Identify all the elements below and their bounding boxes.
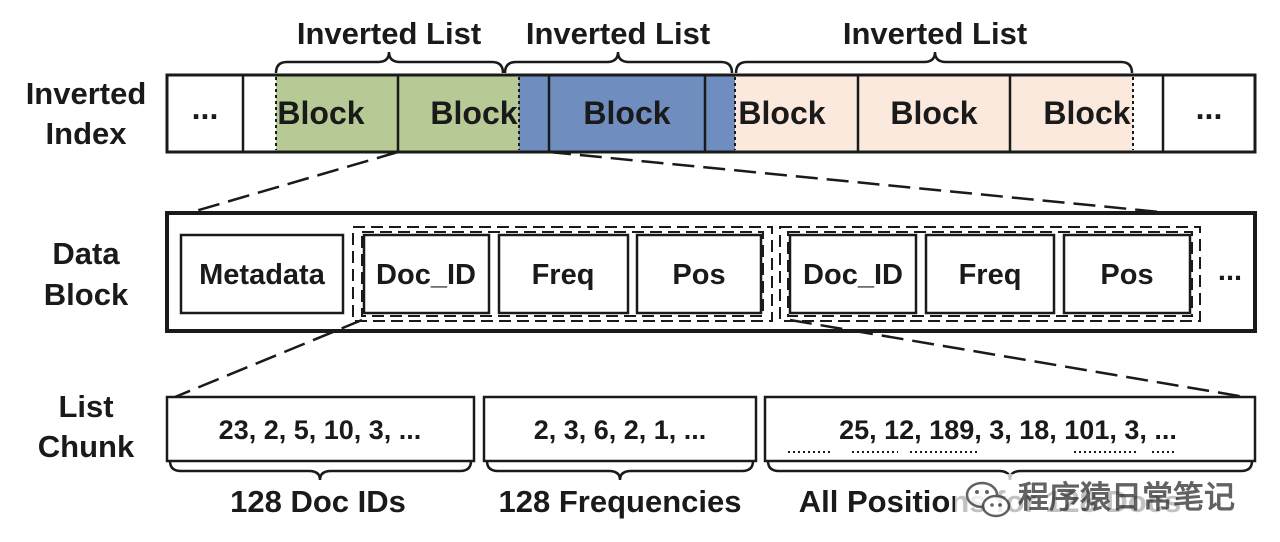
- index-ellipsis-right: ...: [1196, 90, 1223, 126]
- freq-label-2: Freq: [959, 259, 1022, 291]
- row-label-inverted-2: Index: [46, 116, 128, 151]
- list-boundary-dotted: [275, 77, 1134, 150]
- data-block-group-1: [352, 226, 773, 322]
- row-label-data-2: Block: [44, 277, 129, 312]
- wechat-icon: [965, 481, 1011, 518]
- index-outer-box: [165, 73, 1257, 154]
- chunk-box-doc-ids: [165, 395, 476, 463]
- brace-inverted-list-3: [734, 51, 1134, 74]
- inverted-list-label-2: Inverted List: [526, 16, 710, 51]
- data-block-group-2: [779, 226, 1201, 322]
- freq-label-1: Freq: [532, 259, 595, 291]
- brace-inverted-list-2: [503, 51, 734, 74]
- zoom-line-index-right: [548, 150, 1161, 214]
- brace-frequencies: [485, 460, 755, 481]
- index-block-2: Block: [430, 95, 517, 131]
- index-block-5: Block: [890, 95, 977, 131]
- data-block-ellipsis: ...: [1218, 255, 1242, 287]
- metadata-label: Metadata: [199, 259, 326, 291]
- index-block-6: Block: [1043, 95, 1130, 131]
- brace-doc-ids: [168, 460, 473, 481]
- doc-id-label-2: Doc_ID: [803, 259, 903, 291]
- index-block-1: Block: [277, 95, 364, 131]
- chunk-box-frequencies: [482, 395, 758, 463]
- row-label-inverted-1: Inverted: [26, 76, 147, 111]
- row-label-list-1: List: [58, 389, 113, 424]
- pos-box-2: [1062, 233, 1192, 315]
- data-block-group-2-inner: [787, 231, 1193, 317]
- pos-box-1: [635, 233, 763, 315]
- chunk-box-positions: [763, 395, 1257, 463]
- watermark-backdrop: [955, 474, 1247, 526]
- doc-id-box-1: [362, 233, 491, 315]
- data-block-outer-box: [165, 211, 1257, 333]
- doc-id-label-1: Doc_ID: [376, 259, 476, 291]
- pos-label-2: Pos: [1100, 259, 1153, 291]
- chunk-frequencies-values: 2, 3, 6, 2, 1, ...: [534, 415, 707, 445]
- row-label-list-2: Chunk: [38, 429, 135, 464]
- row-label-data-1: Data: [52, 236, 120, 271]
- inverted-index-row: ... Block Block Block Block Block Block …: [165, 73, 1257, 154]
- brace-inverted-list-1: [274, 51, 505, 74]
- watermark-text: 程序猿日常笔记: [1018, 480, 1235, 515]
- inverted-list-label-3: Inverted List: [843, 16, 1027, 51]
- pos-label-1: Pos: [672, 259, 725, 291]
- data-block-row: Metadata Doc_ID Freq Pos Doc_ID Freq Pos…: [165, 211, 1257, 333]
- chunk-positions-values: 25, 12, 189, 3, 18, 101, 3, ...: [839, 415, 1177, 445]
- inverted-list-label-1: Inverted List: [297, 16, 481, 51]
- metadata-box: [179, 233, 345, 315]
- freq-box-2: [924, 233, 1056, 315]
- caption-doc-ids: 128 Doc IDs: [230, 484, 406, 519]
- index-ellipsis-left: ...: [192, 90, 219, 126]
- index-block-3: Block: [583, 95, 670, 131]
- caption-frequencies: 128 Frequencies: [499, 484, 742, 519]
- color-fill-blue: [519, 75, 735, 152]
- index-block-4: Block: [738, 95, 825, 131]
- freq-box-1: [497, 233, 630, 315]
- watermark: 程序猿日常笔记: [955, 474, 1247, 526]
- zoom-line-index-left: [191, 150, 399, 214]
- index-dividers: [241, 75, 1165, 152]
- list-chunk-row: 23, 2, 5, 10, 3, ... 2, 3, 6, 2, 1, ... …: [165, 395, 1257, 463]
- doc-id-box-2: [788, 233, 918, 315]
- top-braces: [274, 51, 1134, 74]
- chunk-doc-ids-values: 23, 2, 5, 10, 3, ...: [219, 415, 422, 445]
- data-block-group-1-inner: [361, 231, 764, 317]
- color-fill-peach: [735, 75, 1133, 152]
